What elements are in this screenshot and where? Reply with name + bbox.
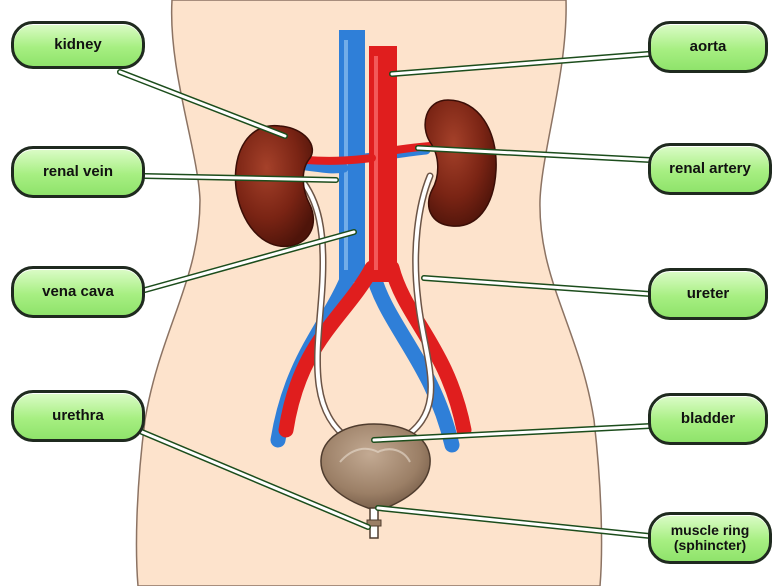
label-kidney-text: kidney bbox=[54, 37, 102, 53]
label-ureter-text: ureter bbox=[687, 286, 730, 302]
label-urethra: urethra bbox=[11, 390, 145, 442]
label-bladder: bladder bbox=[648, 393, 768, 445]
label-muscle-ring-text: muscle ring bbox=[671, 523, 750, 538]
label-bladder-text: bladder bbox=[681, 411, 735, 427]
renal-vein-left bbox=[306, 166, 344, 169]
label-urethra-text: urethra bbox=[52, 408, 104, 424]
label-ureter: ureter bbox=[648, 268, 768, 320]
label-renal-artery: renal artery bbox=[648, 143, 772, 195]
label-aorta-text: aorta bbox=[690, 39, 727, 55]
label-sphincter-text: (sphincter) bbox=[671, 538, 750, 553]
label-muscle-ring: muscle ring (sphincter) bbox=[648, 512, 772, 564]
renal-artery-left bbox=[306, 158, 372, 161]
label-aorta: aorta bbox=[648, 21, 768, 73]
label-renal-artery-text: renal artery bbox=[669, 161, 751, 177]
label-vena-cava-text: vena cava bbox=[42, 284, 114, 300]
label-renal-vein-text: renal vein bbox=[43, 164, 113, 180]
label-renal-vein: renal vein bbox=[11, 146, 145, 198]
label-vena-cava: vena cava bbox=[11, 266, 145, 318]
label-kidney: kidney bbox=[11, 21, 145, 69]
